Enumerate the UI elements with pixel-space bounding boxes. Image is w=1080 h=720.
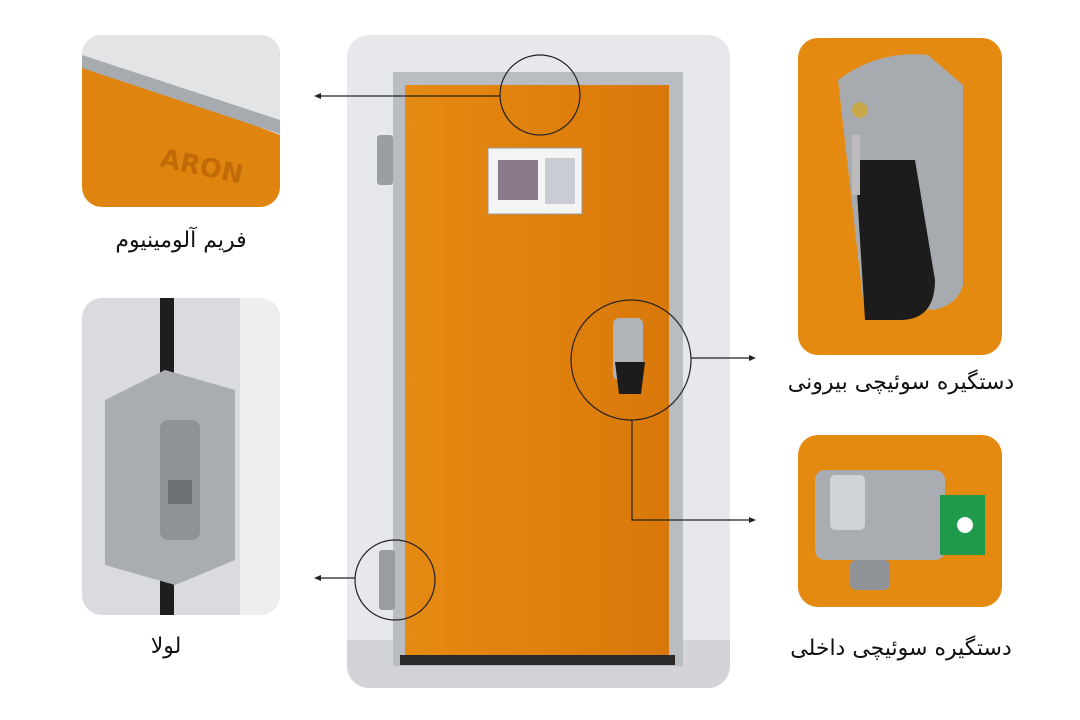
hinge-top: [377, 135, 393, 185]
hinge-closeup-photo: [82, 298, 280, 615]
outer-handle-photo: [798, 38, 1002, 355]
arrow-heads: [314, 93, 756, 581]
hinge-bottom: [379, 550, 395, 610]
label-hinge: لولا: [150, 634, 182, 659]
inner-handle-photo: [798, 435, 1002, 607]
main-door-photo: [347, 35, 730, 688]
callouts: [318, 54, 752, 621]
label-outer-handle: دستگیره سوئیچی بیرونی: [787, 370, 1015, 395]
label-inner-handle: دستگیره سوئیچی داخلی: [790, 636, 1012, 661]
frame-closeup-photo: ARON: [82, 35, 280, 207]
label-aluminum-frame: فریم آلومینیوم: [115, 228, 247, 253]
